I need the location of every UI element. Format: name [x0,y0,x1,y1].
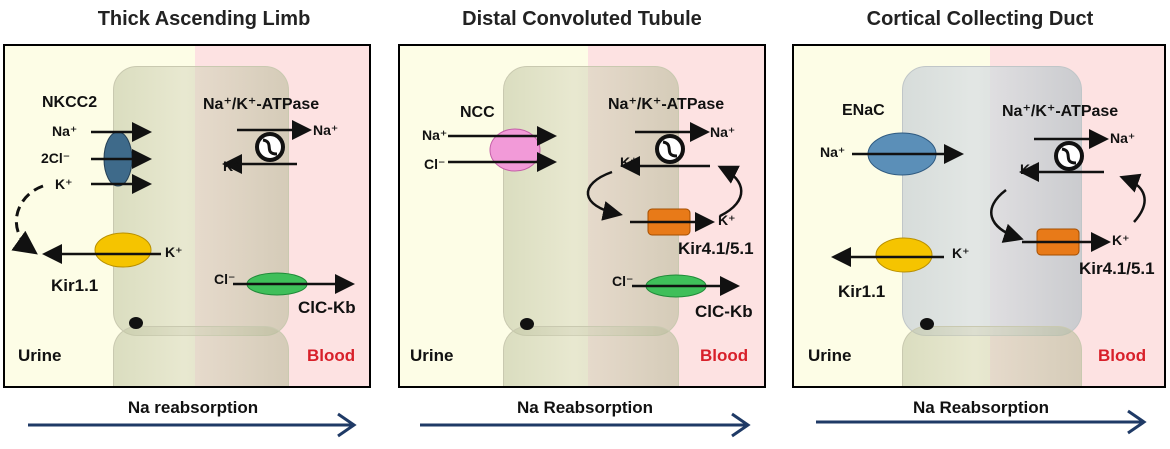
pump-label: Na⁺/K⁺-ATPase [203,96,320,113]
kir45-label: Kir4.1/5.1 [678,239,754,258]
na-ion-label: Na⁺ [422,127,448,143]
panel-title-tal: Thick Ascending Limb [97,8,311,30]
kir11-channel [94,232,152,268]
kir11-channel [875,237,933,273]
flow-label-3: Na Reabsorption [912,398,1050,417]
na-ion-label: Na⁺ [52,123,78,139]
kir45-k-label: K⁺ [1112,232,1130,248]
clckb-label: ClC-Kb [695,302,753,321]
cl-ion-efflux-label: Cl⁻ [612,273,634,289]
blood-label: Blood [307,346,356,365]
kir11-k-label: K⁺ [165,244,183,260]
recycle-arrow [11,184,44,255]
k-recycle-left-arrow [586,170,623,221]
flow-label-1: Na reabsorption [127,398,259,417]
k-recycle-left-arrow [990,189,1024,243]
neighbor-cell [503,326,679,386]
atpase-pump-icon [255,132,285,162]
nkcc2-label: NKCC2 [42,94,98,111]
panel-thick-ascending-limb: NKCC2 Na⁺ 2Cl⁻ K⁺ Na⁺/K⁺-ATPase Na⁺ K⁺ K… [3,44,371,388]
tight-junction [920,318,934,330]
panel-distal-convoluted-tubule: NCC Na⁺ Cl⁻ Na⁺/K⁺-ATPase Na⁺ K⁺ K⁺ Kir4… [398,44,766,388]
kir11-label: Kir1.1 [838,282,886,301]
pump-k-label: K⁺ [620,154,638,170]
membrane-transport-svg [831,129,1146,330]
kir11-label: Kir1.1 [51,276,99,295]
atpase-pump-icon [1054,141,1084,171]
blood-label: Blood [700,346,749,365]
ncc-label: NCC [460,104,495,121]
ncc-transporter [489,128,541,172]
panel-cortical-collecting-duct: ENaC Na⁺ Na⁺/K⁺-ATPase Na⁺ K⁺ K⁺ Kir4.1/… [792,44,1166,388]
clckb-label: ClC-Kb [298,298,356,317]
pump-label: Na⁺/K⁺-ATPase [608,96,725,113]
pump-na-label: Na⁺ [1110,130,1136,146]
tubule-cell [902,66,1082,336]
cl-ion-efflux-label: Cl⁻ [214,271,236,287]
kir45-label: Kir4.1/5.1 [1079,259,1155,278]
membrane-transport-svg [448,122,743,330]
k-recycle-right-arrow [1119,173,1146,223]
cl-ion-label: 2Cl⁻ [41,150,71,166]
neighbor-cell [902,326,1082,386]
tight-junction [129,317,143,329]
pump-k-label: K⁺ [1020,161,1038,177]
k-recycle-right-arrow [717,165,743,218]
urine-label: Urine [18,346,62,365]
blood-label: Blood [1098,346,1147,365]
enac-label: ENaC [842,102,885,119]
kir11-k-label: K⁺ [952,245,970,261]
pump-na-label: Na⁺ [313,122,339,138]
urine-label: Urine [808,346,852,365]
tight-junction [520,318,534,330]
panel-title-ccd: Cortical Collecting Duct [866,8,1094,30]
na-ion-label: Na⁺ [820,144,846,160]
neighbor-cell [113,326,289,386]
urine-label: Urine [410,346,454,365]
pump-na-label: Na⁺ [710,124,736,140]
flow-label-2: Na Reabsorption [516,398,654,417]
k-ion-label: K⁺ [55,176,73,192]
membrane-transport-svg [11,120,355,329]
atpase-pump-icon [655,134,685,164]
cl-ion-label: Cl⁻ [424,156,446,172]
pump-k-label: K⁺ [223,158,241,174]
pump-label: Na⁺/K⁺-ATPase [1002,103,1119,120]
kir45-k-label: K⁺ [718,212,736,228]
panel-title-dct: Distal Convoluted Tubule [462,8,702,30]
